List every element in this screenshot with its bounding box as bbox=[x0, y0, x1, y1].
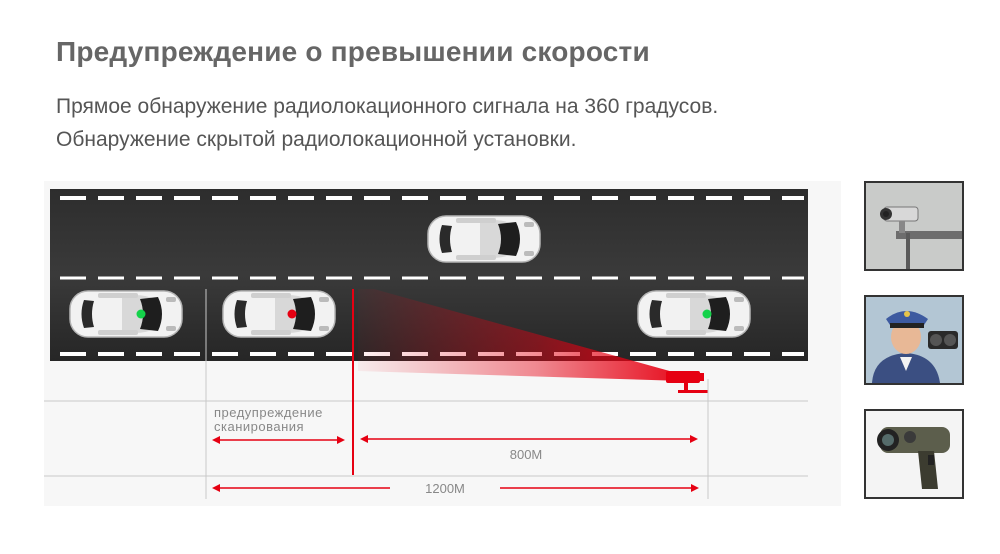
page-title: Предупреждение о превышении скорости bbox=[56, 36, 650, 67]
arrow-800m bbox=[360, 435, 698, 443]
car-rear bbox=[69, 290, 183, 338]
traffic-officer-icon bbox=[866, 297, 962, 383]
thumbnail-radar-gun bbox=[864, 409, 964, 499]
radar-beam bbox=[358, 289, 684, 381]
car-upper-lane bbox=[427, 215, 541, 263]
green-indicator-dot-front bbox=[702, 309, 712, 319]
green-indicator-dot bbox=[136, 309, 146, 319]
radar-diagram: предупреждение сканирования 800M 1200M bbox=[44, 181, 841, 506]
speed-camera-icon bbox=[666, 371, 708, 393]
distance-800m-label: 800M bbox=[510, 447, 543, 462]
feature-line-hidden: Обнаружение скрытой радиолокационной уст… bbox=[56, 128, 577, 151]
red-indicator-dot bbox=[287, 309, 297, 319]
car-warned bbox=[222, 290, 336, 338]
car-front bbox=[637, 290, 751, 338]
arrow-1200m bbox=[212, 484, 699, 492]
distance-1200m-label: 1200M bbox=[425, 481, 465, 496]
thumbnail-traffic-officer bbox=[864, 295, 964, 385]
speed-camera-icon bbox=[866, 183, 962, 269]
feature-line-360: Прямое обнаружение радиолокационного сиг… bbox=[56, 95, 719, 118]
radar-gun-icon bbox=[866, 411, 962, 497]
warning-label-line2: сканирования bbox=[214, 419, 304, 434]
road-scene: предупреждение сканирования 800M 1200M bbox=[44, 189, 808, 499]
warning-label-line1: предупреждение bbox=[214, 405, 323, 420]
warning-arrow bbox=[212, 436, 345, 444]
guide-lines bbox=[44, 289, 808, 499]
thumbnail-speed-camera bbox=[864, 181, 964, 271]
